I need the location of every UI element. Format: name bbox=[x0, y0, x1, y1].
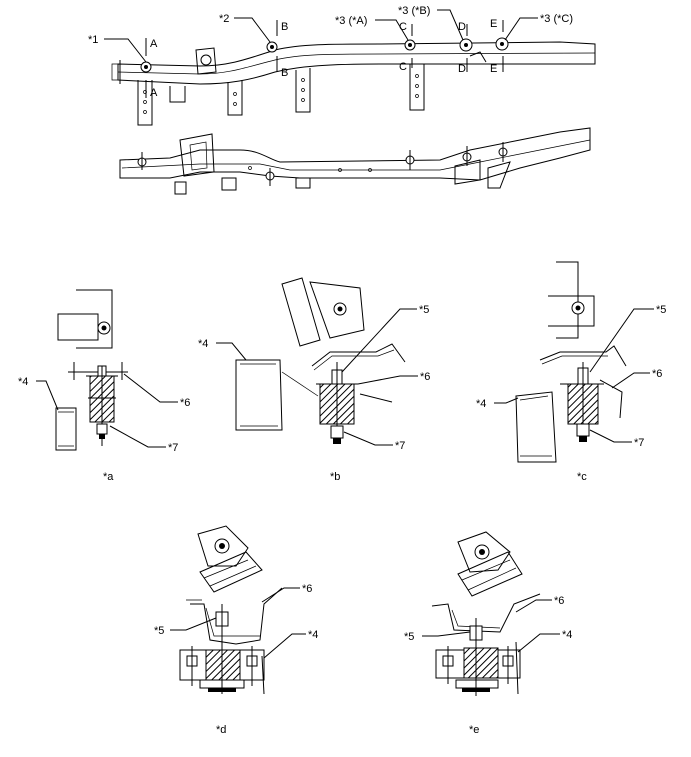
detail-d-label-6: *6 bbox=[302, 583, 312, 595]
detail-b-label-4: *4 bbox=[198, 338, 208, 350]
section-e-lower: E bbox=[490, 63, 497, 75]
detail-b bbox=[235, 277, 406, 444]
top-callout-leaders bbox=[104, 9, 538, 63]
detail-c-leader-7 bbox=[589, 429, 632, 443]
section-b-lower: B bbox=[281, 67, 288, 79]
detail-d-leader-5 bbox=[170, 617, 217, 631]
detail-e-label-5: *5 bbox=[404, 631, 414, 643]
view-label-b: *b bbox=[330, 471, 340, 483]
detail-c-leader-6 bbox=[611, 372, 650, 389]
detail-e-label-4: *4 bbox=[562, 629, 572, 641]
detail-b-label-7: *7 bbox=[395, 440, 405, 452]
detail-d bbox=[179, 525, 283, 695]
detail-b-leader-7 bbox=[343, 431, 393, 446]
detail-b-leader-5 bbox=[341, 308, 417, 373]
callout-2: *2 bbox=[219, 13, 229, 25]
detail-a-label-4: *4 bbox=[18, 376, 28, 388]
view-label-a: *a bbox=[103, 471, 114, 483]
section-lines bbox=[145, 20, 504, 98]
view-label-d: *d bbox=[216, 724, 226, 736]
detail-b-label-6: *6 bbox=[420, 371, 430, 383]
detail-e bbox=[431, 531, 541, 696]
section-a-upper: A bbox=[150, 38, 158, 50]
frame-side-view bbox=[119, 127, 591, 195]
callout-3a: *3 (*A) bbox=[335, 15, 367, 27]
callout-1: *1 bbox=[88, 34, 98, 46]
section-c-upper: C bbox=[399, 21, 407, 33]
view-label-e: *e bbox=[469, 724, 479, 736]
detail-a-label-7: *7 bbox=[168, 442, 178, 454]
detail-d-leader-4 bbox=[263, 633, 306, 659]
detail-a-leader-4 bbox=[36, 380, 59, 411]
detail-c-label-4: *4 bbox=[476, 398, 486, 410]
detail-d-label-4: *4 bbox=[308, 629, 318, 641]
detail-e-leader-6 bbox=[515, 599, 552, 613]
section-e-upper: E bbox=[490, 18, 497, 30]
detail-e-leader-5 bbox=[422, 631, 471, 637]
detail-c-leader-4 bbox=[494, 397, 519, 404]
detail-e-label-6: *6 bbox=[554, 595, 564, 607]
detail-c-label-6: *6 bbox=[652, 368, 662, 380]
detail-c-label-5: *5 bbox=[656, 304, 666, 316]
detail-a-leader-6 bbox=[123, 373, 178, 403]
section-d-upper: D bbox=[458, 21, 466, 33]
section-c-lower: C bbox=[399, 61, 407, 73]
detail-b-leader-4 bbox=[216, 342, 247, 361]
detail-b-leader-6 bbox=[357, 375, 418, 385]
detail-a-label-6: *6 bbox=[180, 397, 190, 409]
detail-c-label-7: *7 bbox=[634, 437, 644, 449]
view-label-c: *c bbox=[577, 471, 587, 483]
detail-b-label-5: *5 bbox=[419, 304, 429, 316]
callout-3c: *3 (*C) bbox=[540, 13, 573, 25]
detail-c-leader-5 bbox=[589, 308, 654, 373]
callout-3b: *3 (*B) bbox=[398, 5, 430, 17]
detail-a-leader-7 bbox=[109, 425, 166, 448]
section-b-upper: B bbox=[281, 21, 288, 33]
detail-d-leader-6 bbox=[261, 587, 300, 603]
detail-d-label-5: *5 bbox=[154, 625, 164, 637]
section-d-lower: D bbox=[458, 63, 466, 75]
detail-a bbox=[55, 289, 128, 451]
detail-c bbox=[515, 261, 627, 463]
frame-top-view bbox=[111, 37, 596, 126]
section-a-lower: A bbox=[150, 87, 158, 99]
detail-e-leader-4 bbox=[517, 633, 560, 653]
